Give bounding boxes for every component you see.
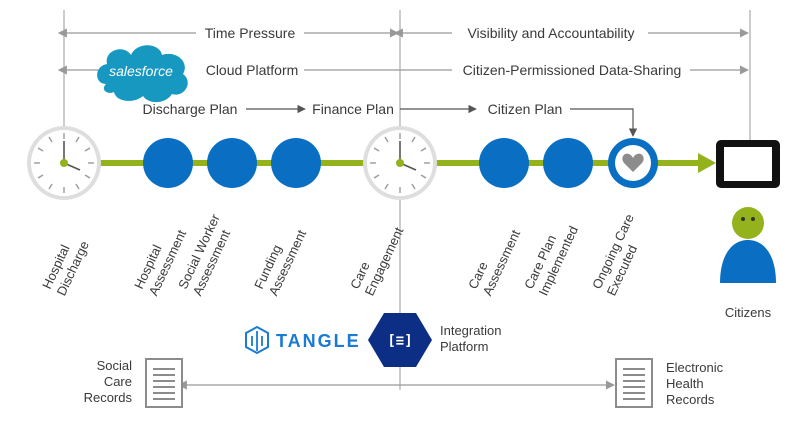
- visibility-label: Visibility and Accountability: [467, 25, 634, 41]
- stage-social-worker-assessment-label: Social WorkerAssessment: [175, 211, 237, 298]
- integration-platform-hexagon: [≡]: [368, 313, 432, 367]
- social-worker-assessment-dot: [207, 138, 257, 188]
- tangle-logo-icon: [245, 325, 269, 355]
- stage-ongoing-care-executed-label: Ongoing CareExecuted: [589, 212, 651, 298]
- citizen-plan-arrow: [570, 108, 638, 137]
- ehr-document-icon: [615, 358, 653, 408]
- social-care-line1: Social: [97, 358, 133, 373]
- tangle-brand-label: TANGLE: [276, 331, 361, 351]
- ongoing-care-heart-icon: [608, 138, 658, 188]
- stage-line2: Assessment: [480, 227, 524, 298]
- data-sharing-label: Citizen-Permissioned Data-Sharing: [463, 62, 682, 78]
- tablet-icon: [716, 140, 780, 188]
- care-assessment-dot: [479, 138, 529, 188]
- integration-line1: Integration: [440, 323, 501, 338]
- social-care-line2: Care: [104, 374, 132, 389]
- care-engagement-clock: [363, 126, 437, 200]
- timeline-arrowhead: [698, 153, 716, 173]
- stage-care-plan-implemented-label: Care PlanImplemented: [521, 217, 581, 298]
- funding-assessment-dot: [271, 138, 321, 188]
- salesforce-logo: salesforce: [97, 45, 188, 103]
- stage-hospital-discharge-label: HospitalDischarge: [39, 232, 92, 298]
- ehr-line2: Health: [666, 376, 704, 391]
- hexagon-glyph: [≡]: [387, 333, 412, 349]
- finance-plan-label: Finance Plan: [312, 101, 394, 117]
- care-plan-implemented-dot: [543, 138, 593, 188]
- citizen-person-icon: [720, 207, 776, 283]
- cloud-platform-label: Cloud Platform: [206, 62, 299, 78]
- citizens-label: Citizens: [725, 305, 772, 320]
- integration-line2: Platform: [440, 339, 488, 354]
- stage-care-engagement-label: CareEngagement: [347, 218, 406, 298]
- social-care-document-icon: [145, 358, 183, 408]
- hospital-discharge-clock: [27, 126, 101, 200]
- social-care-line3: Records: [84, 390, 133, 405]
- stage-care-assessment-label: CareAssessment: [465, 220, 523, 298]
- ehr-line3: Records: [666, 392, 715, 407]
- time-pressure-label: Time Pressure: [205, 25, 296, 41]
- citizen-plan-label: Citizen Plan: [488, 101, 563, 117]
- hospital-assessment-dot: [143, 138, 193, 188]
- discharge-plan-label: Discharge Plan: [143, 101, 238, 117]
- ehr-line1: Electronic: [666, 360, 724, 375]
- stage-funding-assessment-label: FundingAssessment: [251, 220, 309, 298]
- salesforce-wordmark: salesforce: [109, 63, 173, 79]
